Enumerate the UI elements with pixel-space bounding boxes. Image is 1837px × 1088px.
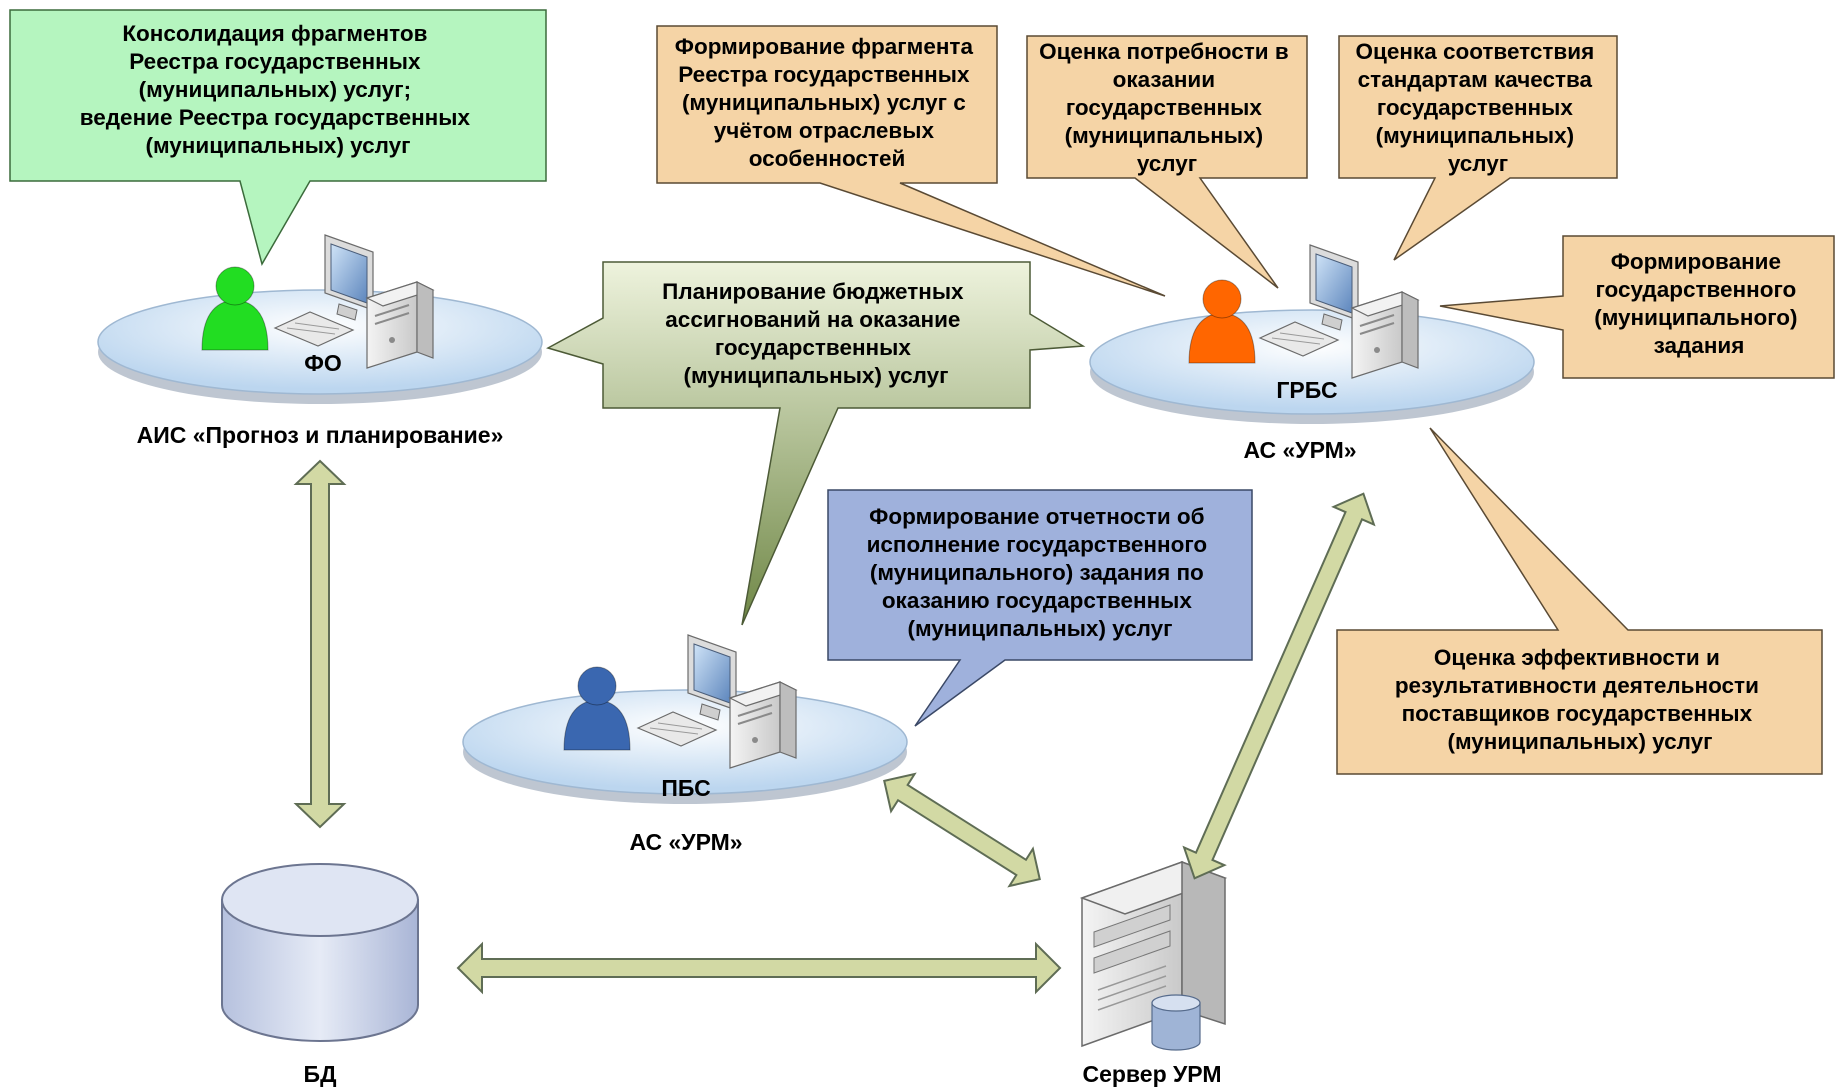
callout-fragment-line: Реестра государственных [678, 62, 970, 87]
callout-reporting-line: (муниципальных) услуг [907, 616, 1172, 641]
callout-reporting-line: Формирование отчетности об [869, 504, 1204, 529]
node-caption: АИС «Прогноз и планирование» [137, 422, 504, 448]
callout-planning-line: государственных [715, 335, 912, 360]
node-pbs: ПБС АС «УРМ» [462, 634, 908, 855]
node-grbs: ГРБС АС «УРМ» [1089, 244, 1535, 463]
node-fo: ФО АИС «Прогноз и планирование» [97, 234, 543, 448]
callout-need-line: государственных [1066, 95, 1263, 120]
callout-reporting-line: оказанию государственных [882, 588, 1193, 613]
callout-reporting: Формирование отчетности об исполнение го… [827, 489, 1253, 727]
callout-efficiency: Оценка эффективности и результативности … [1336, 427, 1823, 775]
callout-need-line: услуг [1137, 151, 1197, 176]
svg-text:Консолидация фрагментов: Консолидация фрагментов Реестра государс… [80, 21, 477, 158]
callout-efficiency-line: поставщиков государственных [1402, 701, 1753, 726]
callout-fragment-line: учётом отраслевых [714, 118, 935, 143]
node-label: Сервер УРМ [1082, 1061, 1221, 1087]
callout-planning-line: (муниципальных) услуг [683, 363, 948, 388]
node-caption: АС «УРМ» [629, 829, 742, 855]
svg-text:Формирование фрагмента Р: Формирование фрагмента Реестра государст… [675, 34, 979, 171]
callout-fragment: Формирование фрагмента Реестра государст… [656, 25, 1166, 297]
callout-standards-line: (муниципальных) [1376, 123, 1574, 148]
callout-fragment-line: особенностей [749, 146, 906, 171]
node-label: ФО [304, 350, 342, 376]
callout-reporting-line: исполнение государственного [867, 532, 1208, 557]
callout-task-line: (муниципального) [1594, 305, 1797, 330]
callout-standards-line: стандартам качества [1358, 67, 1593, 92]
callout-consolidation: Консолидация фрагментов Реестра государс… [9, 9, 547, 266]
callout-reporting-line: (муниципального) задания по [870, 560, 1204, 585]
callout-task-line: государственного [1595, 277, 1796, 302]
callout-need-line: (муниципальных) [1065, 123, 1263, 148]
connector-fo-db [293, 459, 347, 829]
svg-text:Оценка потребности в ока: Оценка потребности в оказании государств… [1039, 39, 1295, 176]
callout-efficiency-line: (муниципальных) услуг [1447, 729, 1712, 754]
callout-consolidation-line: (муниципальных) услуг [145, 133, 410, 158]
node-db: БД [221, 863, 419, 1087]
callout-task: Формирование государственного (муниципал… [1439, 235, 1835, 379]
callout-consolidation-line: Реестра государственных [129, 49, 421, 74]
svg-text:Планирование бюджетных а: Планирование бюджетных ассигнований на о… [662, 279, 970, 388]
callout-fragment-line: Формирование фрагмента [675, 34, 974, 59]
callout-planning-line: Планирование бюджетных [662, 279, 964, 304]
connector-pbs-server [883, 772, 1041, 888]
callout-efficiency-line: Оценка эффективности и [1434, 645, 1720, 670]
node-label: ГРБС [1276, 377, 1337, 403]
callout-task-line: задания [1654, 333, 1745, 358]
svg-text:Формирование государстве: Формирование государственного (муниципал… [1594, 249, 1804, 358]
callout-standards-line: государственных [1377, 95, 1574, 120]
connector-db-server [456, 941, 1062, 995]
node-server: Сервер УРМ [1079, 860, 1228, 1087]
callout-need-line: Оценка потребности в [1039, 39, 1289, 64]
callout-consolidation-line: ведение Реестра государственных [80, 105, 471, 130]
connector-grbs-server [1182, 492, 1376, 880]
callout-standards-line: услуг [1448, 151, 1508, 176]
callout-efficiency-line: результативности деятельности [1395, 673, 1759, 698]
callout-need: Оценка потребности в оказании государств… [1026, 35, 1308, 289]
node-label: БД [304, 1061, 337, 1087]
node-caption: АС «УРМ» [1243, 437, 1356, 463]
server-icon [1079, 860, 1228, 1051]
callout-planning: Планирование бюджетных ассигнований на о… [546, 261, 1086, 626]
callout-planning-line: ассигнований на оказание [665, 307, 960, 332]
callout-consolidation-line: (муниципальных) услуг; [139, 77, 412, 102]
callout-task-line: Формирование [1611, 249, 1781, 274]
callout-standards: Оценка соответствия стандартам качества … [1338, 35, 1618, 261]
callout-fragment-line: (муниципальных) услуг с [682, 90, 966, 115]
svg-text:Оценка эффективности и р: Оценка эффективности и результативности … [1395, 645, 1765, 754]
svg-text:Оценка соответствия стан: Оценка соответствия стандартам качества … [1356, 39, 1601, 176]
callout-consolidation-line: Консолидация фрагментов [122, 21, 427, 46]
callout-need-line: оказании [1113, 67, 1215, 92]
callout-standards-line: Оценка соответствия [1356, 39, 1595, 64]
svg-text:Формирование отчетности об: Формирование отчетности об исполнение го… [867, 504, 1214, 641]
node-label: ПБС [661, 775, 710, 801]
